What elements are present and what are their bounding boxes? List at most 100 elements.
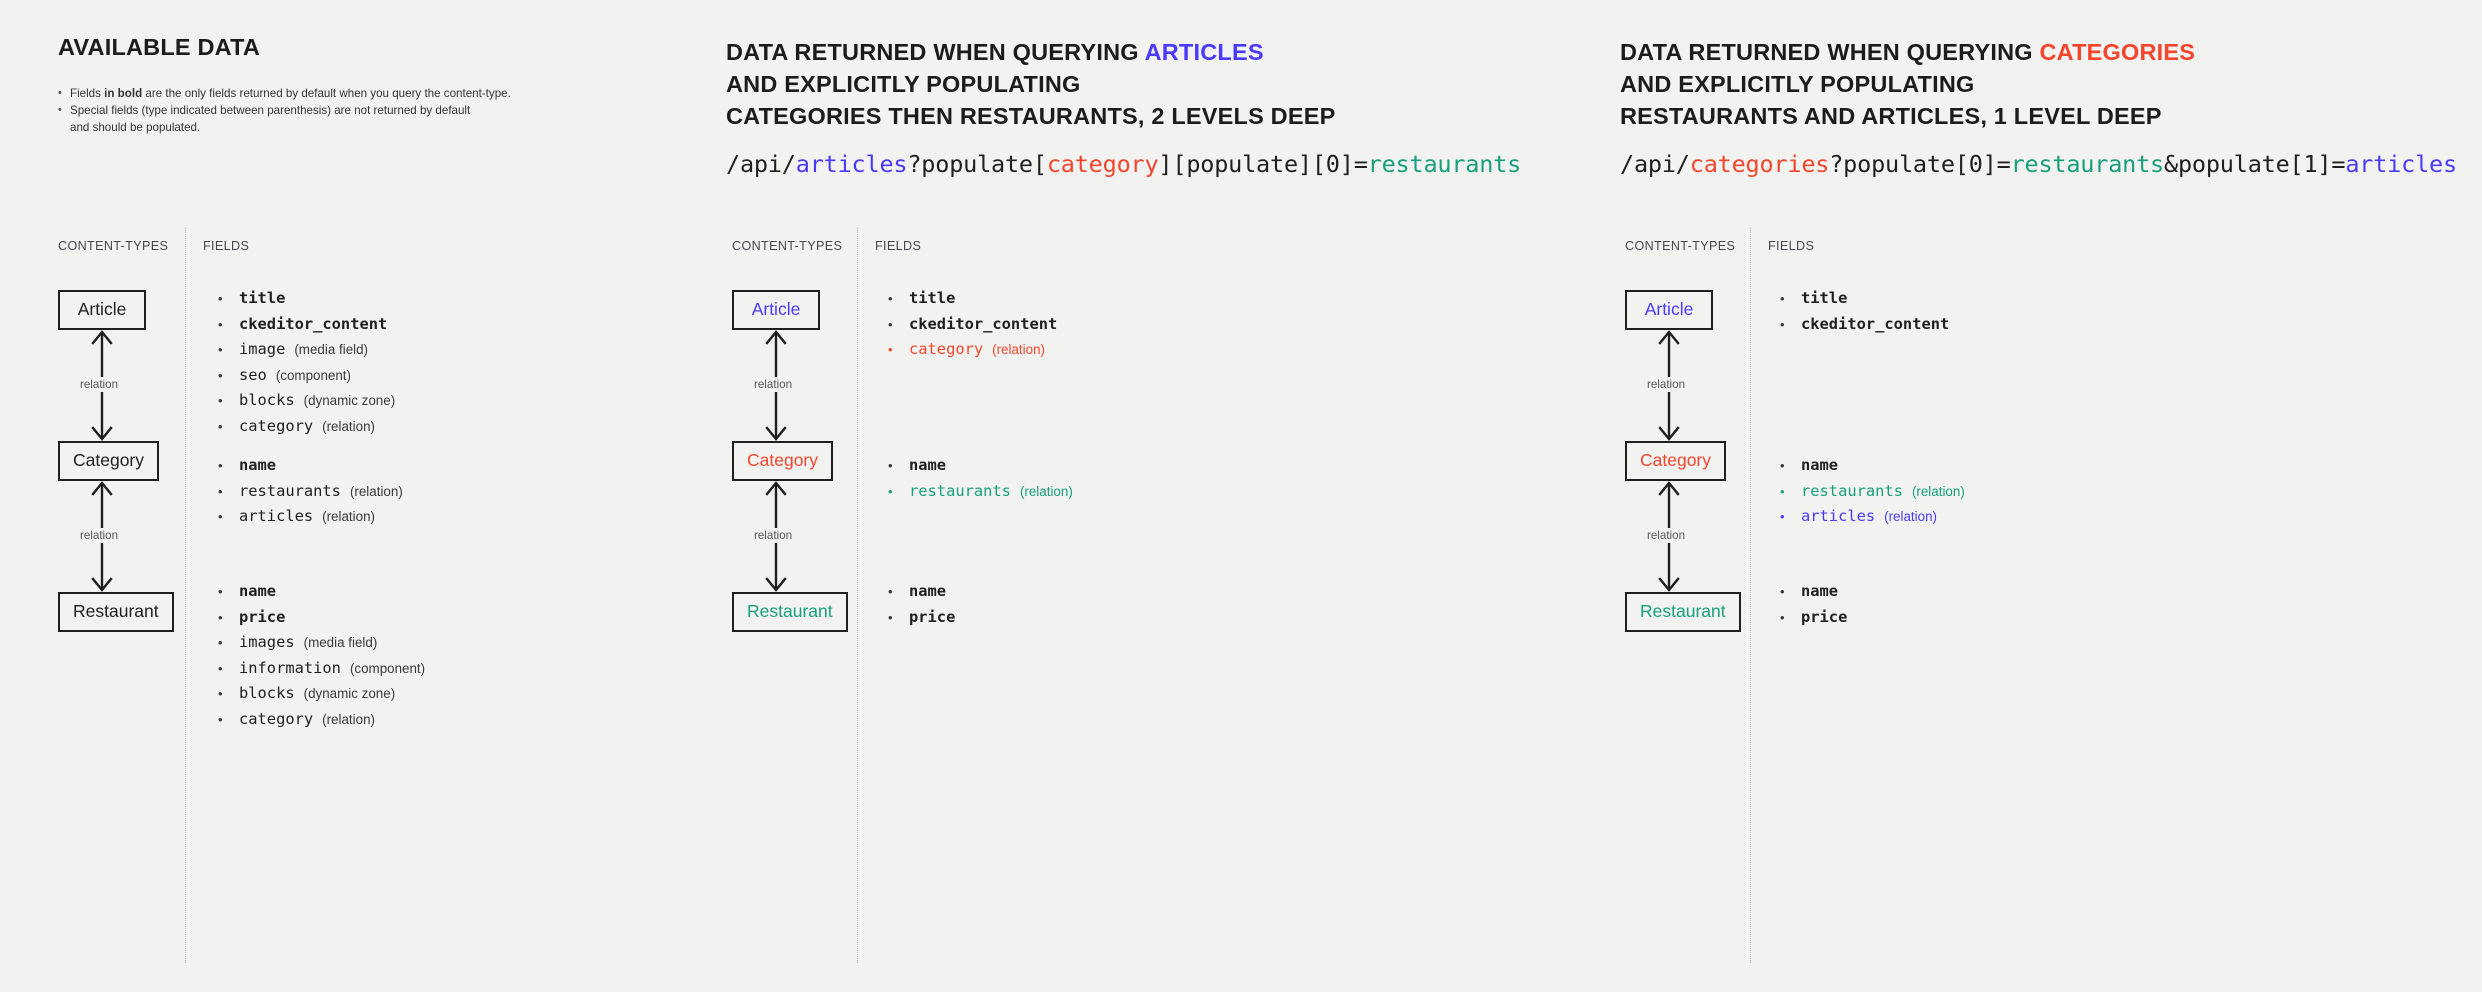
field-group-article: •title•ckeditor_content•category(relatio… [888,286,1057,363]
column-divider [1750,228,1752,963]
field-group-category: •name•restaurants(relation) [888,453,1073,504]
relation-label: relation [76,376,123,392]
field-row: •articles(relation) [1780,504,1965,530]
field-name: category [909,340,984,359]
subhead-content-types: CONTENT-TYPES [58,239,169,253]
subhead-content-types: CONTENT-TYPES [1625,239,1736,253]
title-line: RESTAURANTS AND ARTICLES, 1 LEVEL DEEP [1620,100,2195,132]
bullet-icon: • [218,393,223,409]
subhead-content-types: CONTENT-TYPES [732,239,843,253]
field-name: name [1801,456,1839,474]
legend-note-bold: in bold [104,87,143,100]
api-endpoint: /api/categories?populate[0]=restaurants&… [1620,150,2457,178]
field-row: •name [218,453,403,479]
bullet-icon: • [888,609,893,625]
field-name: seo [239,365,267,384]
api-segment: category [1046,150,1159,178]
api-segment: ?populate[ [907,150,1047,178]
content-type-node-category[interactable]: Category [58,441,160,481]
field-type: (dynamic zone) [303,393,396,409]
column-divider [857,228,859,963]
field-type: (component) [349,660,426,676]
bullet-icon: • [888,483,893,499]
bullet-icon: • [58,87,62,99]
field-group-restaurant: •name•price [1780,579,1847,630]
field-type: (relation) [1019,483,1073,499]
api-segment: /api/ [1620,150,1690,178]
content-type-node-restaurant[interactable]: Restaurant [58,592,174,632]
field-type: (relation) [1911,483,1965,499]
field-group-restaurant: •name • price [888,579,955,630]
field-type: (media field) [294,342,369,358]
bullet-icon: • [1780,584,1785,599]
bullet-icon: • [58,104,62,116]
field-name: price [909,607,956,626]
field-name: restaurants [1801,481,1903,500]
field-name: category [239,416,314,435]
field-group-restaurant: •name•price•images(media field)•informat… [218,579,425,733]
field-name: price [1801,607,1848,626]
content-type-node-restaurant[interactable]: Restaurant [1625,592,1741,632]
field-name: price [239,607,286,626]
legend-notes: •Fields in bold are the only fields retu… [58,85,618,136]
bullet-icon: • [888,316,893,332]
field-type: (relation) [322,418,375,434]
content-type-node-article[interactable]: Article [732,290,820,330]
bullet-icon: • [218,342,223,358]
page-title: AVAILABLE DATA [58,34,261,60]
api-segment: ?populate[0]= [1829,150,2011,178]
bullet-icon: • [218,291,223,306]
bullet-icon: • [1780,316,1785,332]
content-type-node-restaurant[interactable]: Restaurant [732,592,848,632]
field-name: restaurants [909,481,1011,500]
api-segment: &populate[1]= [2164,150,2346,178]
api-segment: /api/ [726,150,796,178]
field-type: (relation) [1884,509,1937,525]
field-row: •name [218,579,425,605]
content-type-node-article[interactable]: Article [58,290,146,330]
relation-label: relation [76,527,123,543]
field-row: •title [218,286,395,312]
content-type-node-category[interactable]: Category [1625,441,1727,481]
title-line: AND EXPLICITLY POPULATING [726,68,1335,100]
relation-connector: relation [76,330,123,441]
field-row: •name [888,579,955,605]
field-type: (relation) [322,711,375,727]
legend-note: •Fields in bold are the only fields retu… [58,85,618,102]
field-row: •articles(relation) [218,504,403,530]
subhead-fields: FIELDS [203,239,250,253]
title-text: AND EXPLICITLY POPULATING [726,71,1081,97]
relation-connector: relation [1643,481,1690,592]
field-name: images [239,633,295,652]
api-endpoint: /api/articles?populate[category][populat… [726,150,1521,178]
column-divider [185,228,187,963]
field-group-article: •title•ckeditor_content•image(media fiel… [218,286,395,440]
field-name: ckeditor_content [909,314,1058,333]
title-text: DATA RETURNED WHEN QUERYING [1620,39,2040,65]
content-type-node-category[interactable]: Category [732,441,834,481]
title-line: CATEGORIES THEN RESTAURANTS, 2 LEVELS DE… [726,100,1335,132]
field-name: ckeditor_content [239,314,388,333]
field-group-category: •name•restaurants(relation)•articles(rel… [1780,453,1965,530]
api-segment: categories [1689,150,1830,178]
column-available-data: AVAILABLE DATA •Fields in bold are the on… [0,0,700,992]
field-row: •name [1780,453,1965,479]
field-name: category [239,709,314,728]
field-row: • category (relation) [218,707,425,733]
field-row: •information(component) [218,656,425,682]
title-text: RESTAURANTS AND ARTICLES, 1 LEVEL DEEP [1620,103,2162,129]
content-type-node-article[interactable]: Article [1625,290,1713,330]
bullet-icon: • [888,458,893,473]
bullet-icon: • [1780,483,1785,499]
bullet-icon: • [218,711,223,727]
legend-note: •Special fields (type indicated between … [58,102,618,119]
column-heading: AVAILABLE DATA [58,34,261,60]
field-row: •category(relation) [218,414,395,440]
field-row: • ckeditor_content [888,312,1057,338]
